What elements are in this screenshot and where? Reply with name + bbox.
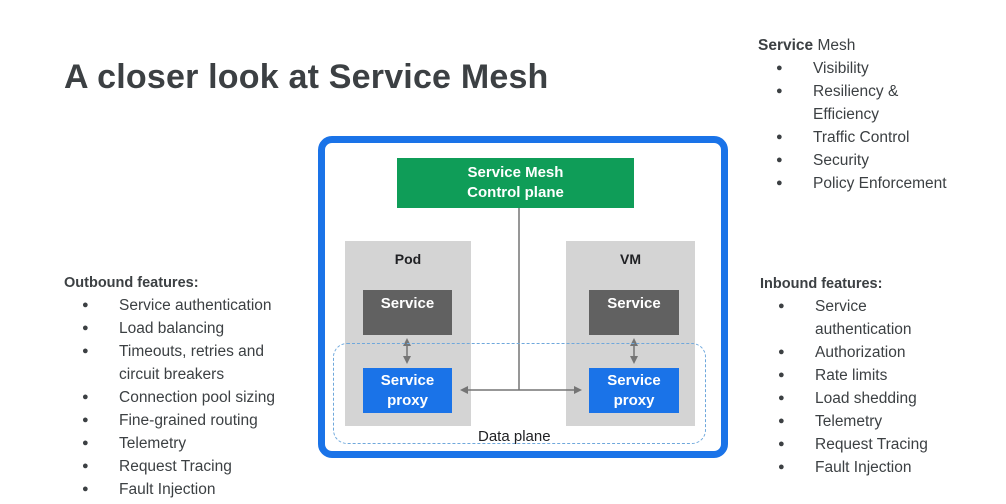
bullet-icon: ● (82, 345, 89, 357)
vm-service-label: Service (607, 295, 661, 312)
control-plane-label-line2: Control plane (467, 184, 564, 201)
bullet-icon: ● (778, 300, 785, 312)
list-item: ●Load balancing (64, 317, 324, 340)
list-item-continuation: Efficiency (813, 106, 880, 123)
list-item: ●Security (758, 149, 998, 172)
list-item: ●Service (760, 295, 1000, 318)
vm-proxy-box: Service proxy (589, 368, 679, 413)
page-title: A closer look at Service Mesh (64, 58, 549, 96)
bullet-icon: ● (776, 85, 783, 97)
pod-proxy-label-line2: proxy (387, 392, 428, 409)
bullet-icon: ● (82, 322, 89, 334)
list-item: ●Telemetry (64, 432, 324, 455)
pod-service-label: Service (380, 295, 435, 312)
outbound-features: Outbound features: ●Service authenticati… (64, 272, 324, 501)
bullet-icon: ● (778, 392, 785, 404)
bullet-icon: ● (778, 415, 785, 427)
data-plane-boundary (333, 343, 706, 444)
list-item: ●Visibility (758, 57, 998, 80)
service-mesh-benefits: Service Mesh ●Visibility ●Resiliency & E… (758, 35, 998, 195)
list-item: ●Fault Injection (64, 478, 324, 501)
list-item: ●Fault Injection (760, 456, 1000, 479)
data-plane-label: Data plane (478, 428, 551, 445)
pod-label: Pod (394, 251, 422, 267)
vm-label: VM (620, 251, 641, 267)
service-mesh-heading-bold: Service (758, 37, 814, 54)
vm-proxy-label-line2: proxy (613, 392, 655, 409)
bullet-icon: ● (778, 346, 785, 358)
bullet-icon: ● (778, 438, 785, 450)
list-item: ●Telemetry (760, 410, 1000, 433)
pod-proxy-label-line1: Service (380, 372, 435, 389)
pod-proxy-box: Service proxy (363, 368, 452, 413)
list-item: ●Policy Enforcement (758, 172, 998, 195)
bullet-icon: ● (776, 177, 783, 189)
control-plane-label-line1: Service Mesh (467, 164, 564, 181)
bullet-icon: ● (776, 62, 783, 74)
bullet-icon: ● (778, 369, 785, 381)
control-plane-box: Service Mesh Control plane (397, 158, 634, 208)
bullet-icon: ● (776, 154, 783, 166)
vm-service-box: Service (589, 290, 679, 335)
list-item: ●Resiliency & (758, 80, 998, 103)
service-mesh-heading-rest: Mesh (813, 37, 856, 54)
bullet-icon: ● (82, 460, 89, 472)
list-item-continuation: circuit breakers (119, 366, 225, 383)
list-item: ●Fine-grained routing (64, 409, 324, 432)
bullet-icon: ● (82, 391, 89, 403)
bullet-icon: ● (778, 461, 785, 473)
list-item: ●Request Tracing (64, 455, 324, 478)
list-item: ●Load shedding (760, 387, 1000, 410)
list-item: ●Timeouts, retries and (64, 340, 324, 363)
pod-service-box: Service (363, 290, 452, 335)
bullet-icon: ● (82, 414, 89, 426)
inbound-heading: Inbound features: (760, 276, 883, 292)
outbound-heading: Outbound features: (64, 275, 199, 291)
list-item: ●Service authentication (64, 294, 324, 317)
bullet-icon: ● (82, 299, 89, 311)
list-item: ●Request Tracing (760, 433, 1000, 456)
service-mesh-heading: Service Mesh (758, 35, 998, 57)
vm-proxy-label-line1: Service (607, 372, 661, 389)
inbound-features: Inbound features: ●Service authenticatio… (760, 273, 1000, 479)
bullet-icon: ● (82, 483, 89, 495)
bullet-icon: ● (82, 437, 89, 449)
list-item: ●Connection pool sizing (64, 386, 324, 409)
list-item-continuation: authentication (815, 321, 912, 338)
list-item: ●Authorization (760, 341, 1000, 364)
bullet-icon: ● (776, 131, 783, 143)
list-item: ●Rate limits (760, 364, 1000, 387)
list-item: ●Traffic Control (758, 126, 998, 149)
